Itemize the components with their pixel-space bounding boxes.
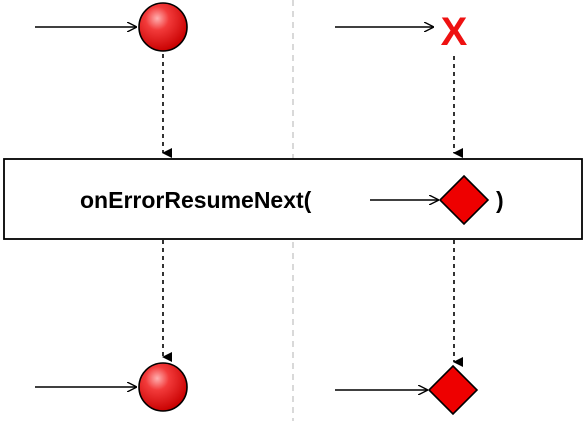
input-marble-circle-icon — [138, 2, 188, 52]
fallback-diamond-icon — [438, 174, 490, 226]
output-marble-circle-icon — [138, 362, 188, 412]
error-x-icon: X — [440, 10, 468, 54]
operator-close-paren: ) — [496, 187, 504, 213]
operator-label: onErrorResumeNext( — [80, 187, 312, 213]
output-diamond-icon — [427, 364, 479, 416]
